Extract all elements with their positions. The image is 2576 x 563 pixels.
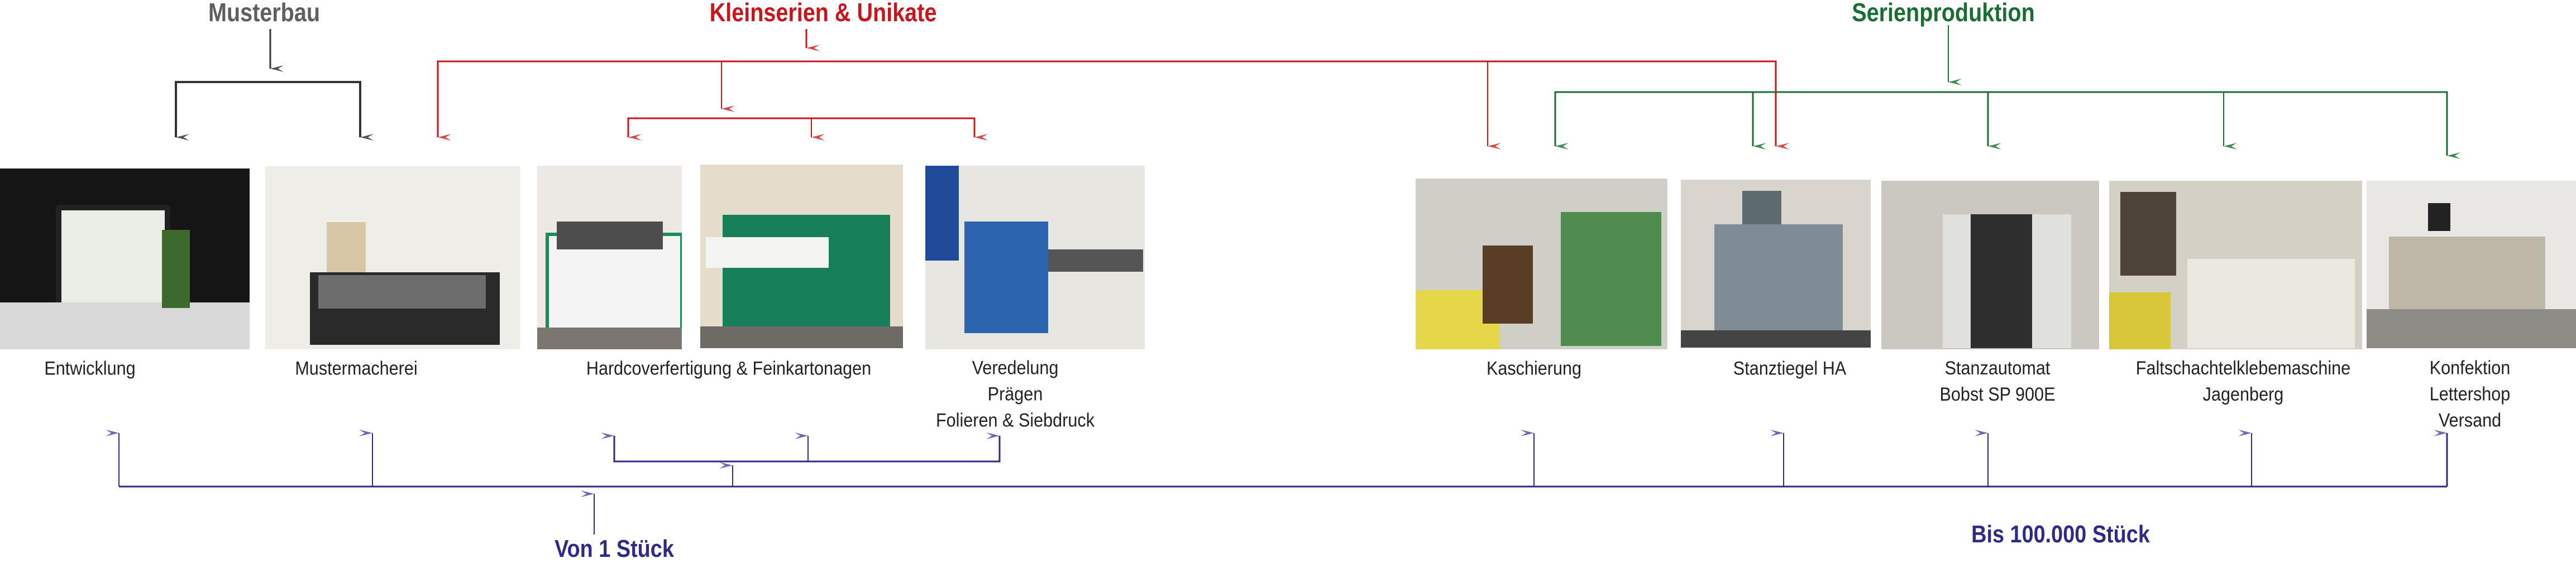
musterbau-connectors [175,29,374,141]
quantity-to: Bis 100.000 Stück [1971,521,2150,548]
photo-veredelung [925,166,1145,349]
photo-hardcover-1 [537,166,682,349]
photo-faltschachtel [2109,181,2362,349]
photo-kaschierung [1416,179,1667,349]
label-entwicklung: Entwicklung [44,358,136,379]
serien-bracket [1554,91,2448,156]
title-musterbau: Musterbau [208,0,321,27]
kleinserien-sub-bracket [627,117,976,137]
label-hardcover: Hardcoverfertigung & Feinkartonagen [586,358,872,379]
photo-entwicklung [0,169,250,349]
photo-mustermacherei [265,166,520,349]
label-stanztiegel: Stanztiegel HA [1733,358,1847,379]
kleinserien-bracket [437,60,1777,146]
serien-connectors [1554,25,2460,159]
kleinserien-connectors [437,29,1789,150]
label-kaschierung: Kaschierung [1486,358,1582,379]
photo-stanztiegel [1681,180,1871,348]
label-konfektion: Konfektion Lettershop Versand [2429,357,2511,431]
photo-hardcover-2 [700,165,903,348]
musterbau-bracket [175,81,361,137]
label-stanzautomat: Stanzautomat Bobst SP 900E [1939,358,2056,405]
label-mustermacherei: Mustermacherei [295,358,418,379]
quantity-connectors [106,430,2448,535]
photo-stanzautomat [1881,181,2099,349]
photo-konfektion [2367,181,2576,348]
title-serienproduktion: Serienproduktion [1852,0,2035,27]
label-faltschachtel: Faltschachtelklebemaschine Jagenberg [2135,358,2351,405]
quantity-from: Von 1 Stück [555,535,674,562]
quantity-sub-bracket [613,436,1001,463]
label-veredelung: Veredelung Prägen Folieren & Siebdruck [935,357,1095,431]
title-kleinserien: Kleinserien & Unikate [709,0,937,27]
